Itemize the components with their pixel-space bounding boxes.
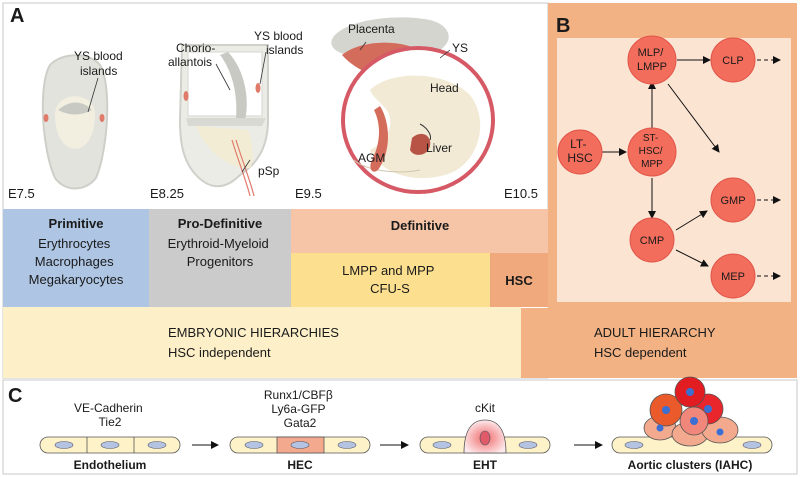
adult-hierarchy-box bbox=[521, 308, 797, 378]
svg-text:LT- HSC: LT- HSC bbox=[567, 137, 593, 165]
primitive-box bbox=[3, 209, 149, 307]
svg-text:CMP: CMP bbox=[640, 235, 664, 247]
lmpp-mpp-box bbox=[291, 253, 490, 307]
panel-b-inner bbox=[557, 38, 791, 302]
label-ys-blood-islands-1: YS blood islands bbox=[74, 49, 126, 78]
node-mlp-lmpp: MLP/ LMPP bbox=[627, 35, 677, 85]
endothelium-markers: VE-Cadherin Tie2 bbox=[74, 401, 146, 429]
stage-label-e10-5: E10.5 bbox=[504, 186, 538, 201]
primitive-title: Primitive bbox=[49, 216, 104, 231]
hec-label: HEC bbox=[287, 458, 313, 472]
aortic-clusters-label: Aortic clusters (IAHC) bbox=[628, 458, 753, 472]
hec-markers: Runx1/CBFβ Ly6a-GFP Gata2 bbox=[264, 388, 336, 430]
svg-text:MEP: MEP bbox=[721, 271, 745, 283]
svg-text:ST- HSC/ MPP: ST- HSC/ MPP bbox=[639, 133, 666, 170]
hsc-title: HSC bbox=[505, 273, 533, 288]
endothelium-cells bbox=[39, 436, 181, 454]
endothelium-label: Endothelium bbox=[74, 458, 147, 472]
embryonic-hierarchies-box bbox=[3, 307, 521, 378]
node-clp: CLP bbox=[710, 37, 756, 83]
label-head: Head bbox=[430, 81, 459, 95]
embryo-e8-25-illustration bbox=[178, 44, 269, 197]
panel-c-letter: C bbox=[8, 385, 22, 407]
embryonic-hierarchies-lines: EMBRYONIC HIERARCHIES HSC independent bbox=[168, 325, 343, 360]
hec-cells bbox=[229, 436, 371, 454]
pro-definitive-lines: Erythroid-Myeloid Progenitors bbox=[168, 236, 273, 269]
hierarchy-arrows bbox=[602, 56, 720, 267]
hsc-box bbox=[490, 253, 548, 307]
node-cmp: CMP bbox=[629, 217, 675, 263]
definitive-box bbox=[291, 209, 548, 253]
stage-label-e7-5: E7.5 bbox=[8, 186, 35, 201]
adult-hierarchy-lines: ADULT HIERARCHY HSC dependent bbox=[594, 325, 719, 360]
embryo-e9-5-illustration bbox=[331, 17, 495, 194]
label-agm: AGM bbox=[358, 151, 385, 165]
label-placenta: Placenta bbox=[348, 22, 395, 36]
eht-label: EHT bbox=[473, 458, 498, 472]
definitive-title: Definitive bbox=[391, 218, 450, 233]
label-ys: YS bbox=[452, 41, 468, 55]
label-chorio-allantois: Chorio- allantois bbox=[168, 41, 219, 69]
node-gmp: GMP bbox=[710, 177, 756, 223]
label-psp: pSp bbox=[258, 164, 280, 178]
node-mep: MEP bbox=[710, 253, 756, 299]
lmpp-mpp-lines: LMPP and MPP CFU-S bbox=[342, 263, 438, 296]
pro-definitive-title: Pro-Definitive bbox=[178, 216, 263, 231]
node-lt-hsc: LT- HSC bbox=[557, 129, 603, 175]
primitive-lines: Erythrocytes Macrophages Megakaryocytes bbox=[29, 236, 124, 287]
eht-markers: cKit bbox=[475, 401, 496, 415]
svg-text:GMP: GMP bbox=[720, 195, 745, 207]
label-liver: Liver bbox=[426, 141, 452, 155]
svg-text:CLP: CLP bbox=[722, 55, 743, 67]
panel-a-letter: A bbox=[10, 5, 24, 27]
node-st-hsc-mpp: ST- HSC/ MPP bbox=[627, 127, 677, 177]
aortic-cluster-cells bbox=[611, 376, 773, 454]
pro-definitive-box bbox=[149, 209, 291, 307]
stage-label-e9-5: E9.5 bbox=[295, 186, 322, 201]
label-ys-blood-islands-2: YS blood islands bbox=[254, 29, 306, 57]
panel-b-letter: B bbox=[556, 15, 570, 37]
svg-text:MLP/ LMPP: MLP/ LMPP bbox=[637, 47, 667, 73]
embryo-e7-5-illustration bbox=[41, 54, 109, 190]
dashed-continuation-arrows bbox=[757, 56, 781, 280]
stage-label-e8-25: E8.25 bbox=[150, 186, 184, 201]
eht-cells bbox=[419, 419, 551, 454]
